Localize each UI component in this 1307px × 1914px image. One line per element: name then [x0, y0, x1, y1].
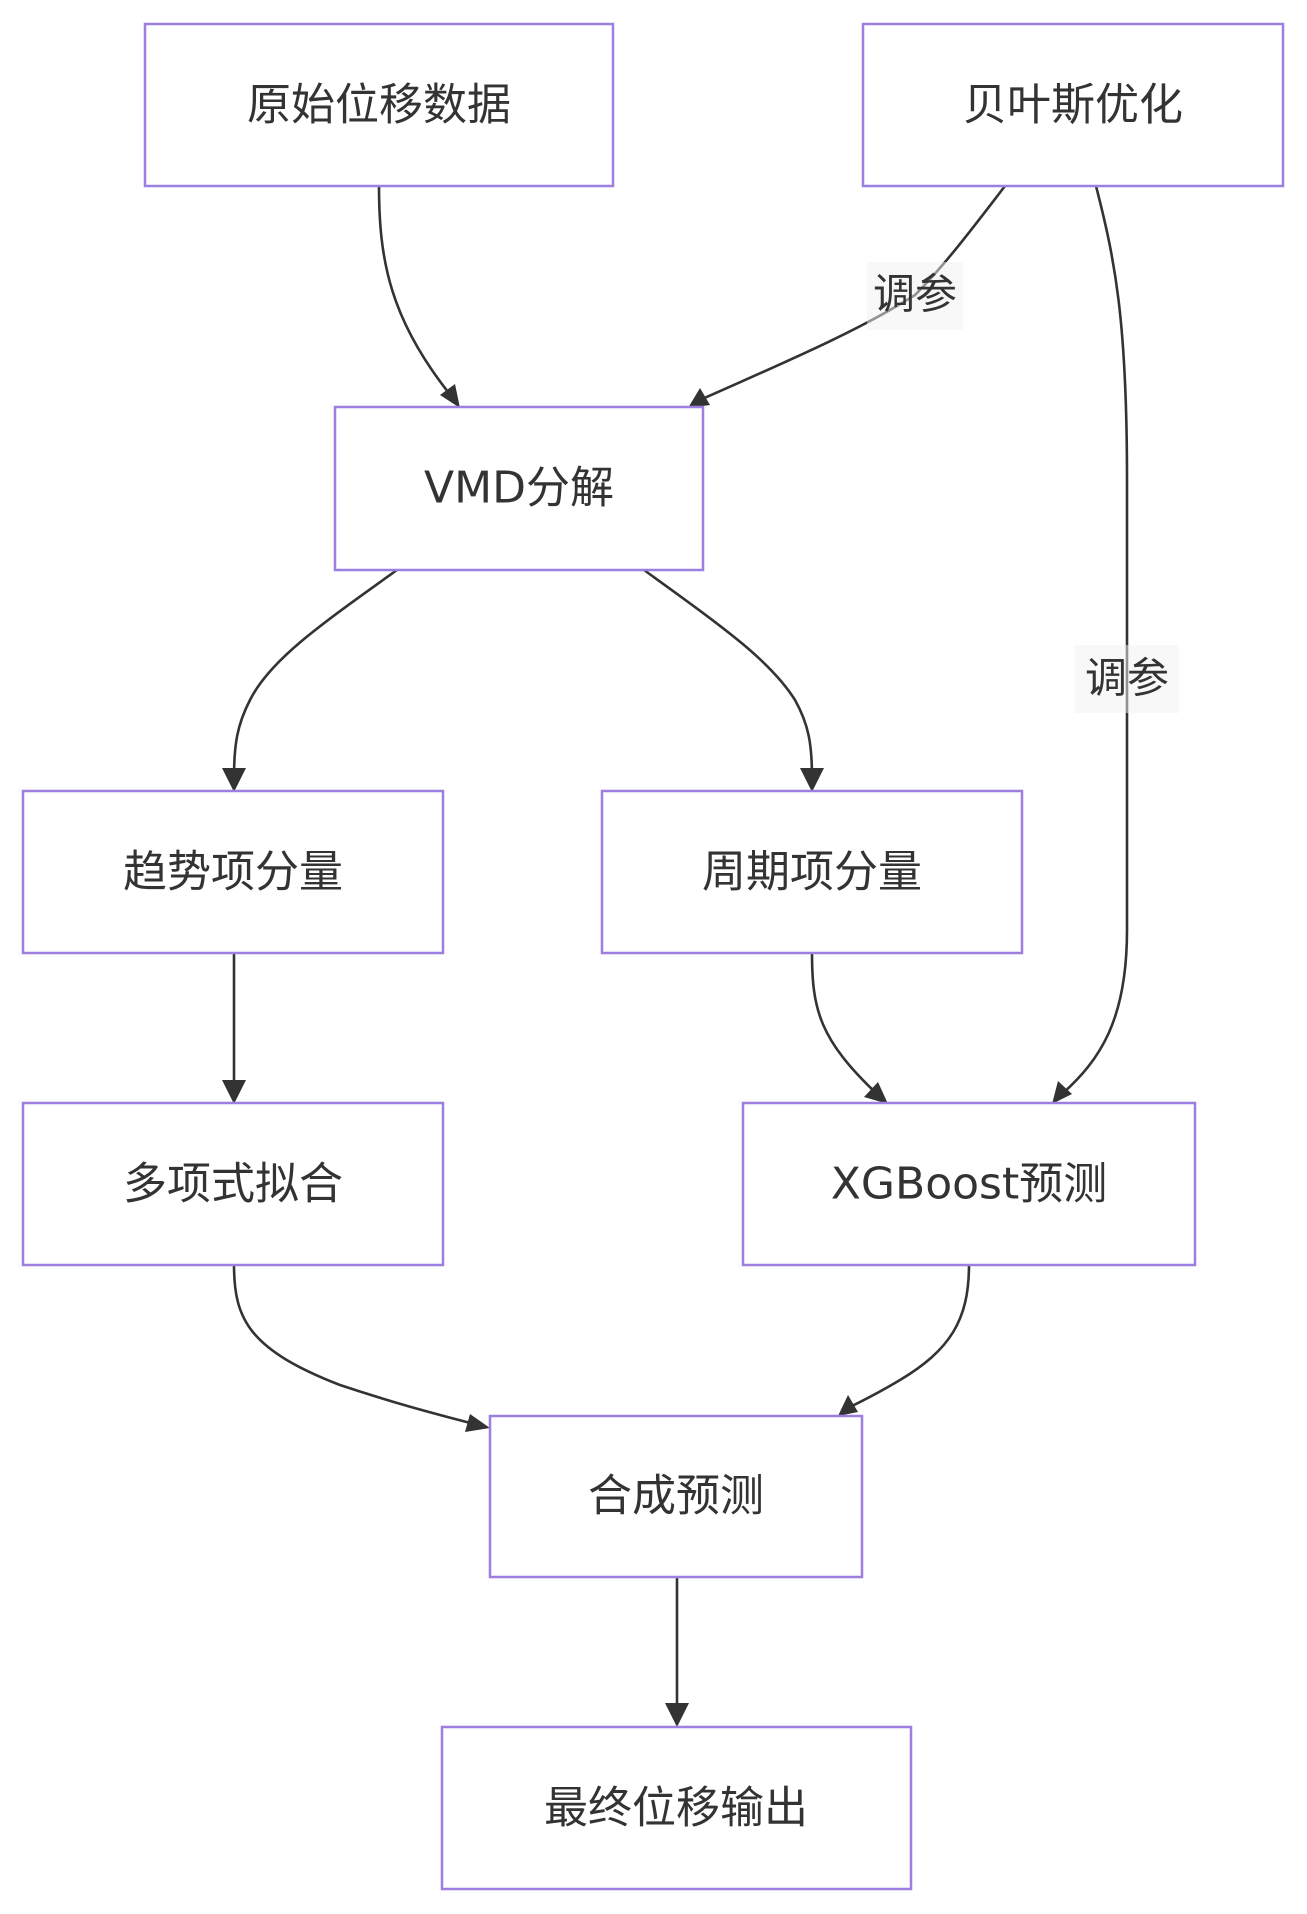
node-trend-component[interactable]: 趋势项分量 [21, 789, 445, 955]
edge-vmd-to-trend [232, 568, 398, 779]
edge-poly-to-combine [232, 1264, 479, 1427]
edge-bayes-to-xgb [1061, 185, 1129, 1095]
node-box [440, 1725, 913, 1891]
edge-labels: 调参 调参 [867, 262, 1179, 713]
arrow-combine-to-final [665, 1703, 689, 1727]
node-label: 趋势项分量 [123, 847, 343, 898]
edge-label-tune-1: 调参 [873, 270, 957, 319]
node-final-displacement-output[interactable]: 最终位移输出 [440, 1725, 913, 1891]
node-box [21, 1101, 445, 1267]
node-box [143, 22, 615, 188]
node-xgboost-prediction[interactable]: XGBoost预测 [741, 1101, 1197, 1267]
node-box [741, 1101, 1197, 1267]
node-periodic-component[interactable]: 周期项分量 [600, 789, 1024, 955]
nodes: 原始位移数据 贝叶斯优化 VMD分解 趋势项分量 周期项分量 多项式拟合 XGB… [21, 22, 1285, 1891]
node-bayesian-optimization[interactable]: 贝叶斯优化 [861, 22, 1285, 188]
arrow-bayes-to-xgb [1052, 1081, 1072, 1104]
node-box [488, 1414, 864, 1579]
node-label: 周期项分量 [702, 847, 922, 898]
node-label: 最终位移输出 [544, 1783, 808, 1834]
arrow-poly-to-combine [465, 1414, 490, 1432]
node-label: 原始位移数据 [247, 80, 511, 131]
arrow-period-to-xgb [864, 1082, 888, 1104]
edge-xgb-to-combine [847, 1264, 971, 1410]
node-label: XGBoost预测 [831, 1159, 1107, 1210]
node-polynomial-fit[interactable]: 多项式拟合 [21, 1101, 445, 1267]
edge-label-bg [867, 262, 963, 330]
arrow-bayes-to-vmd [688, 388, 710, 408]
node-box [861, 22, 1285, 188]
arrow-xgb-to-combine [838, 1395, 858, 1416]
arrow-raw-to-vmd [440, 384, 460, 408]
edges [222, 185, 1129, 1727]
edge-raw-to-vmd [377, 185, 454, 398]
node-vmd-decomposition[interactable]: VMD分解 [333, 405, 705, 572]
node-box [21, 789, 445, 955]
edge-label-bg [1075, 645, 1179, 713]
node-label: VMD分解 [424, 463, 614, 514]
node-raw-data[interactable]: 原始位移数据 [143, 22, 615, 188]
node-box [600, 789, 1024, 955]
arrow-vmd-to-trend [222, 768, 246, 792]
node-box [333, 405, 705, 572]
edge-period-to-xgb [810, 952, 878, 1095]
node-label: 合成预测 [588, 1471, 764, 1522]
edge-vmd-to-period [643, 568, 814, 779]
edge-label-tune-2: 调参 [1085, 654, 1169, 703]
node-label: 贝叶斯优化 [963, 80, 1183, 131]
arrow-trend-to-poly [222, 1080, 246, 1104]
arrow-vmd-to-period [800, 768, 824, 792]
node-combined-prediction[interactable]: 合成预测 [488, 1414, 864, 1579]
node-label: 多项式拟合 [123, 1159, 343, 1210]
